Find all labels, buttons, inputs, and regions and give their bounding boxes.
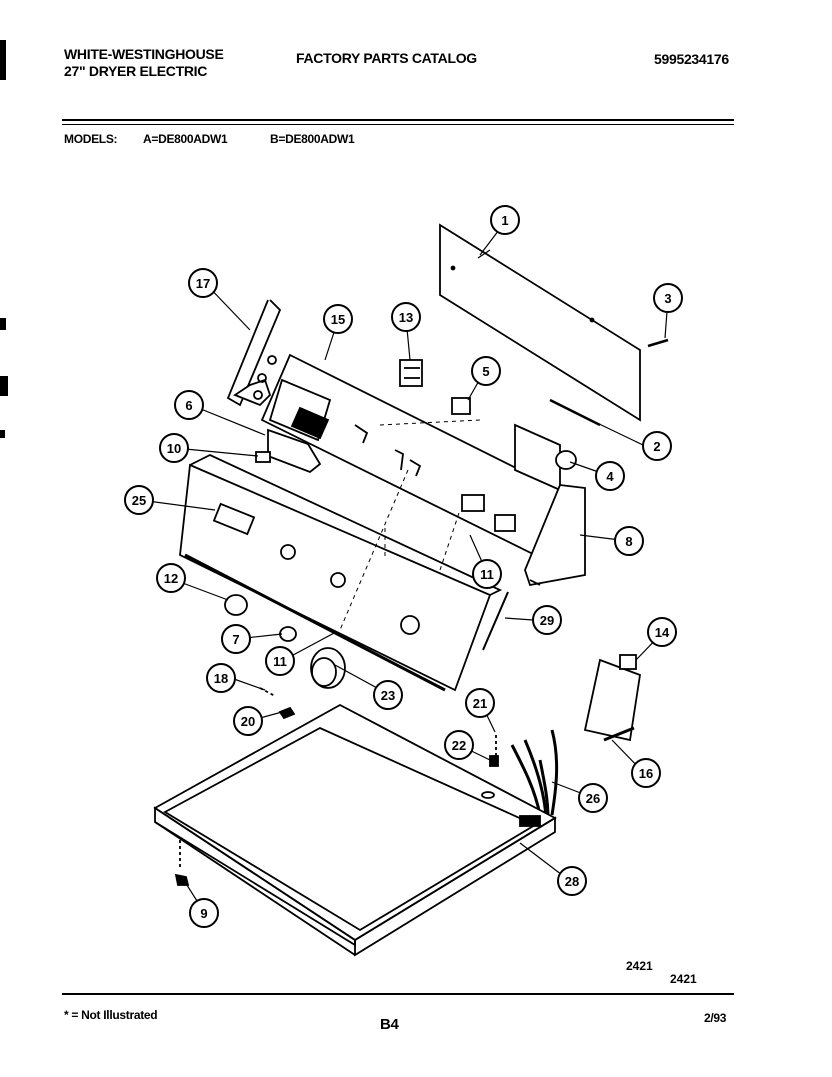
model-b: B=DE800ADW1 (270, 132, 355, 146)
callout-21: 21 (465, 688, 495, 718)
svg-text:17: 17 (196, 276, 210, 291)
svg-text:7: 7 (232, 632, 239, 647)
callout-15: 15 (323, 304, 353, 334)
callout-14: 14 (647, 617, 677, 647)
switch-part (399, 359, 423, 387)
catalog-number: 5995234176 (654, 51, 729, 67)
svg-text:21: 21 (473, 696, 487, 711)
control-panel-part (260, 353, 562, 557)
header-rule (62, 119, 734, 121)
svg-text:29: 29 (540, 613, 554, 628)
callout-5: 5 (471, 356, 501, 386)
svg-text:13: 13 (399, 310, 413, 325)
svg-text:28: 28 (565, 874, 579, 889)
svg-text:11: 11 (480, 567, 494, 582)
model-a: A=DE800ADW1 (143, 132, 228, 146)
svg-text:1: 1 (501, 213, 508, 228)
callout-29: 29 (532, 605, 562, 635)
svg-text:12: 12 (164, 571, 178, 586)
page-number: B4 (380, 1016, 399, 1033)
svg-text:16: 16 (639, 766, 653, 781)
callout-8: 8 (614, 526, 644, 556)
svg-text:14: 14 (655, 625, 670, 640)
svg-text:5: 5 (482, 364, 489, 379)
callout-17: 17 (188, 268, 218, 298)
svg-text:26: 26 (586, 791, 600, 806)
svg-text:8: 8 (625, 534, 632, 549)
end-cap-part (524, 484, 586, 587)
callout-16: 16 (631, 758, 661, 788)
catalog-title: FACTORY PARTS CATALOG (296, 50, 477, 66)
knob-part (451, 397, 471, 415)
drawing-code: 2421 (626, 959, 653, 973)
svg-text:10: 10 (167, 441, 181, 456)
rear-panel-part (439, 223, 641, 427)
footer-note: * = Not Illustrated (64, 1008, 158, 1022)
scan-mark (0, 430, 5, 438)
heater-bracket-part (583, 654, 642, 742)
svg-text:18: 18 (214, 671, 228, 686)
svg-text:22: 22 (452, 738, 466, 753)
callout-2: 2 (642, 431, 672, 461)
lamp-holder-part (255, 428, 322, 474)
callout-11b: 11 (265, 646, 295, 676)
scan-mark (0, 40, 6, 80)
callout-3: 3 (653, 283, 683, 313)
footer-date: 2/93 (704, 1011, 727, 1025)
svg-text:4: 4 (606, 469, 614, 484)
callout-26: 26 (578, 783, 608, 813)
bracket-part (226, 299, 282, 407)
svg-text:2: 2 (653, 439, 660, 454)
callout-9: 9 (189, 898, 219, 928)
callout-22: 22 (444, 730, 474, 760)
callout-18: 18 (206, 663, 236, 693)
svg-text:11: 11 (273, 654, 287, 669)
brand-name: WHITE-WESTINGHOUSE (64, 46, 224, 62)
svg-text:20: 20 (241, 714, 255, 729)
scan-mark (0, 376, 8, 396)
top-cover-part (153, 703, 557, 957)
callout-20: 20 (233, 706, 263, 736)
front-panel-part (179, 454, 503, 692)
callout-6: 6 (174, 390, 204, 420)
footer-rule (62, 993, 734, 995)
callout-25: 25 (124, 485, 154, 515)
callout-11a: 11 (472, 559, 502, 589)
svg-text:25: 25 (132, 493, 146, 508)
callout-28: 28 (557, 866, 587, 896)
svg-text:9: 9 (200, 906, 207, 921)
svg-text:15: 15 (331, 312, 345, 327)
callout-12: 12 (156, 563, 186, 593)
door-latch-part (310, 647, 346, 689)
drawing-code: 2421 (670, 972, 697, 986)
header-rule-thin (62, 124, 734, 125)
callout-4: 4 (595, 461, 625, 491)
scan-mark (0, 318, 6, 330)
svg-text:6: 6 (185, 398, 192, 413)
svg-text:3: 3 (664, 291, 671, 306)
models-label: MODELS: (64, 132, 118, 146)
callout-7: 7 (221, 624, 251, 654)
svg-text:23: 23 (381, 688, 395, 703)
callout-1: 1 (490, 205, 520, 235)
callout-23: 23 (373, 680, 403, 710)
callout-13: 13 (391, 302, 421, 332)
product-name: 27" DRYER ELECTRIC (64, 63, 208, 79)
callout-10: 10 (159, 433, 189, 463)
